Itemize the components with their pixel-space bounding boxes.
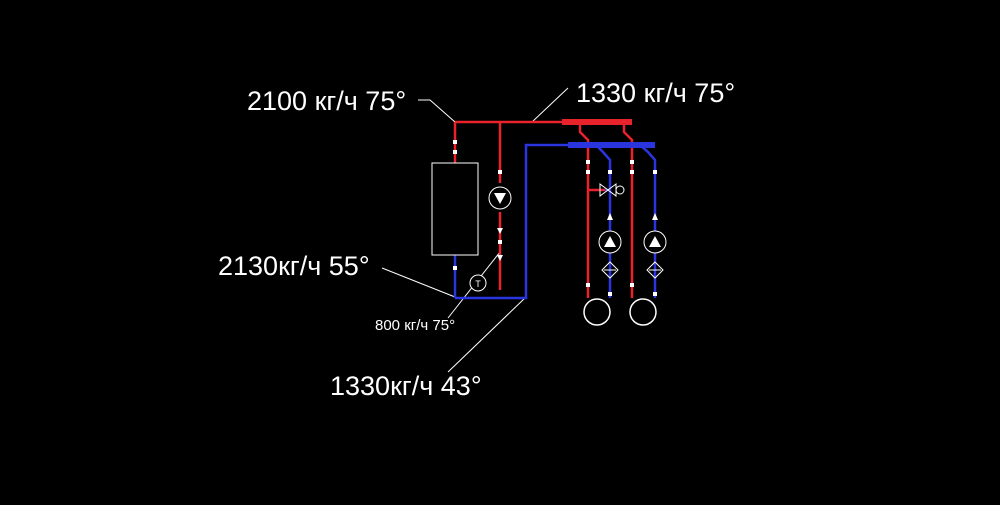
label-supply-branch: 1330 кг/ч 75° [576, 78, 736, 108]
circuit2-pump [643, 230, 667, 254]
leader-lines [381, 87, 569, 373]
circuit1-pump [598, 230, 622, 254]
thermometer: T [469, 274, 487, 292]
leader-supply-branch [531, 87, 569, 123]
return-piping [453, 142, 657, 300]
return-check-valves [607, 213, 658, 220]
label-supply-total: 2100 кг/ч 75° [247, 86, 407, 116]
bypass-valves [497, 228, 503, 261]
thermometer-letter: T [475, 279, 481, 289]
leader-return-total [381, 267, 456, 298]
circuit2-filter [646, 261, 664, 279]
boiler [431, 162, 479, 256]
return-header [455, 143, 568, 300]
return-circuit2-riser [639, 144, 657, 298]
leader-supply-total [418, 99, 456, 123]
leader-return-branch [447, 297, 526, 373]
label-bypass: 800 кг/ч 75° [375, 317, 456, 334]
pipe-fittings [453, 140, 657, 296]
supply-circuit1-drop [578, 122, 590, 298]
label-return-total: 2130кг/ч 55° [218, 251, 370, 281]
label-return-branch: 1330кг/ч 43° [330, 371, 482, 401]
consumer-1 [583, 298, 611, 326]
bypass-pump [488, 186, 512, 210]
circuit1-filter [601, 261, 619, 279]
mixing-valve [599, 183, 625, 197]
consumer-2 [629, 298, 657, 326]
supply-piping [453, 119, 634, 298]
return-circuit1-riser [595, 144, 612, 298]
supply-circuit2-drop [622, 122, 634, 298]
